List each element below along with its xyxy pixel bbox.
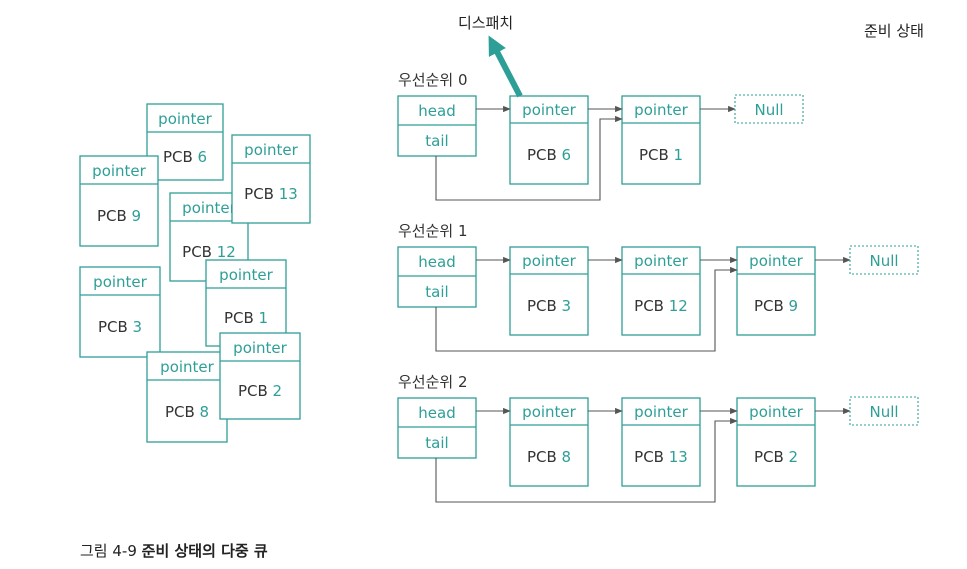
pool-pointer-label: pointer (182, 199, 236, 217)
pool-pointer-label: pointer (158, 110, 212, 128)
node-frame (736, 397, 816, 487)
pool-pcb-label: PCB 8 (165, 403, 209, 421)
node-pcb-label: PCB 1 (639, 146, 683, 164)
figure-title: 준비 상태의 다중 큐 (141, 542, 268, 560)
node-pointer-label: pointer (634, 403, 688, 421)
pcb-card-frame (79, 155, 159, 247)
node-pcb-label: PCB 13 (634, 448, 688, 466)
pcb-card-frame (219, 332, 301, 420)
node-pcb-label: PCB 6 (527, 146, 571, 164)
head-tail-box (397, 397, 477, 459)
node-pcb-label: PCB 12 (634, 297, 688, 315)
null-label: Null (869, 252, 898, 270)
node-pcb-label: PCB 3 (527, 297, 571, 315)
null-box (849, 245, 919, 275)
pool-pointer-label: pointer (244, 141, 298, 159)
pcb-card-frame (79, 266, 161, 358)
head-label: head (418, 253, 455, 271)
null-box (734, 94, 804, 124)
node-pointer-label: pointer (522, 403, 576, 421)
state-title: 준비 상태 (864, 22, 924, 40)
node-pcb-label: PCB 2 (754, 448, 798, 466)
node-pointer-label: pointer (634, 252, 688, 270)
pool-pcb-label: PCB 2 (238, 382, 282, 400)
figure-number: 그림 4-9 (80, 542, 137, 560)
pcb-card-frame (231, 134, 311, 224)
pool-pointer-label: pointer (92, 162, 146, 180)
node-frame (621, 397, 701, 487)
pool-pcb-label: PCB 3 (98, 318, 142, 336)
dispatch-arrow (488, 35, 523, 98)
tail-arrow (435, 266, 738, 352)
node-pointer-label: pointer (522, 101, 576, 119)
pool-pointer-label: pointer (233, 339, 287, 357)
node-pcb-label: PCB 8 (527, 448, 571, 466)
node-pcb-label: PCB 9 (754, 297, 798, 315)
null-label: Null (869, 403, 898, 421)
head-tail-box (397, 246, 477, 308)
tail-label: tail (425, 283, 448, 301)
node-frame (509, 95, 589, 185)
queue-title: 우선순위 2 (398, 373, 468, 391)
tail-arrow (435, 417, 738, 503)
pcb-card-frame (146, 103, 224, 181)
node-frame (621, 246, 701, 336)
pool-pcb-label: PCB 1 (224, 309, 268, 327)
pool-pcb-label: PCB 6 (163, 148, 207, 166)
head-tail-box (397, 95, 477, 157)
pool-pointer-label: pointer (93, 273, 147, 291)
node-frame (736, 246, 816, 336)
tail-label: tail (425, 132, 448, 150)
dispatch-label: 디스패치 (458, 14, 514, 32)
node-pointer-label: pointer (749, 403, 803, 421)
node-frame (621, 95, 701, 185)
pool-pcb-label: PCB 9 (97, 207, 141, 225)
pool-pcb-label: PCB 13 (244, 185, 298, 203)
node-frame (509, 246, 589, 336)
tail-arrow (435, 115, 623, 201)
pool-pointer-label: pointer (160, 358, 214, 376)
node-pointer-label: pointer (749, 252, 803, 270)
queue-title: 우선순위 1 (398, 222, 468, 240)
pool-pointer-label: pointer (219, 266, 273, 284)
figure-caption: 그림 4-9 준비 상태의 다중 큐 (80, 540, 268, 561)
head-label: head (418, 102, 455, 120)
node-frame (509, 397, 589, 487)
queue-title: 우선순위 0 (398, 71, 468, 89)
node-pointer-label: pointer (522, 252, 576, 270)
node-pointer-label: pointer (634, 101, 688, 119)
head-label: head (418, 404, 455, 422)
tail-label: tail (425, 434, 448, 452)
null-box (849, 396, 919, 426)
null-label: Null (754, 101, 783, 119)
pool-pcb-label: PCB 12 (182, 243, 236, 261)
